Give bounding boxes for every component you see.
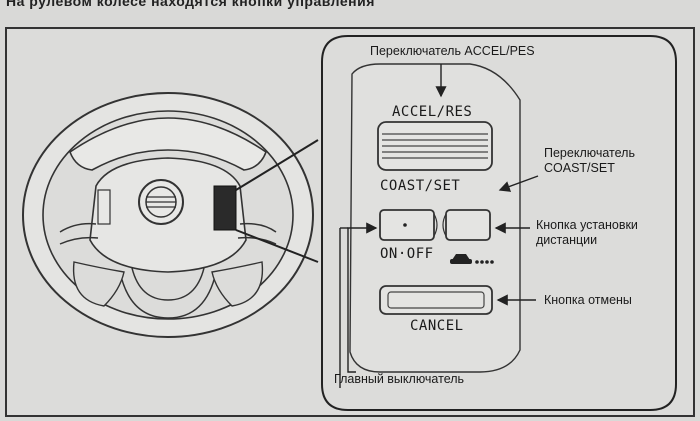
callout-coast-switch-line1: Переключатель xyxy=(544,146,635,160)
callout-distance-line1: Кнопка установки xyxy=(536,218,638,232)
page-heading: На рулевом колесе находятся кнопки управ… xyxy=(6,0,375,9)
arrow-coast xyxy=(498,175,539,192)
cancel-label: CANCEL xyxy=(410,318,464,334)
distance-button xyxy=(445,209,491,241)
accel-res-label: ACCEL/RES xyxy=(392,104,473,120)
arrow-main-switch xyxy=(347,222,378,373)
callout-cancel-button: Кнопка отмены xyxy=(544,293,632,307)
callout-distance-line2: дистанции xyxy=(536,233,598,247)
on-off-label: ON·OFF xyxy=(380,246,434,262)
coast-set-label: COAST/SET xyxy=(380,178,461,194)
callout-main-switch: Главный выключатель xyxy=(334,372,465,386)
highlighted-switch-block xyxy=(213,185,237,231)
on-off-button xyxy=(379,209,435,241)
callout-coast-switch-line2: COAST/SET xyxy=(544,161,615,175)
wheel-upper-cover xyxy=(69,117,267,171)
cancel-button-shape xyxy=(379,285,493,315)
car-distance-icon xyxy=(450,254,494,264)
callout-accel-switch: Переключатель ACCEL/PES xyxy=(370,44,535,58)
